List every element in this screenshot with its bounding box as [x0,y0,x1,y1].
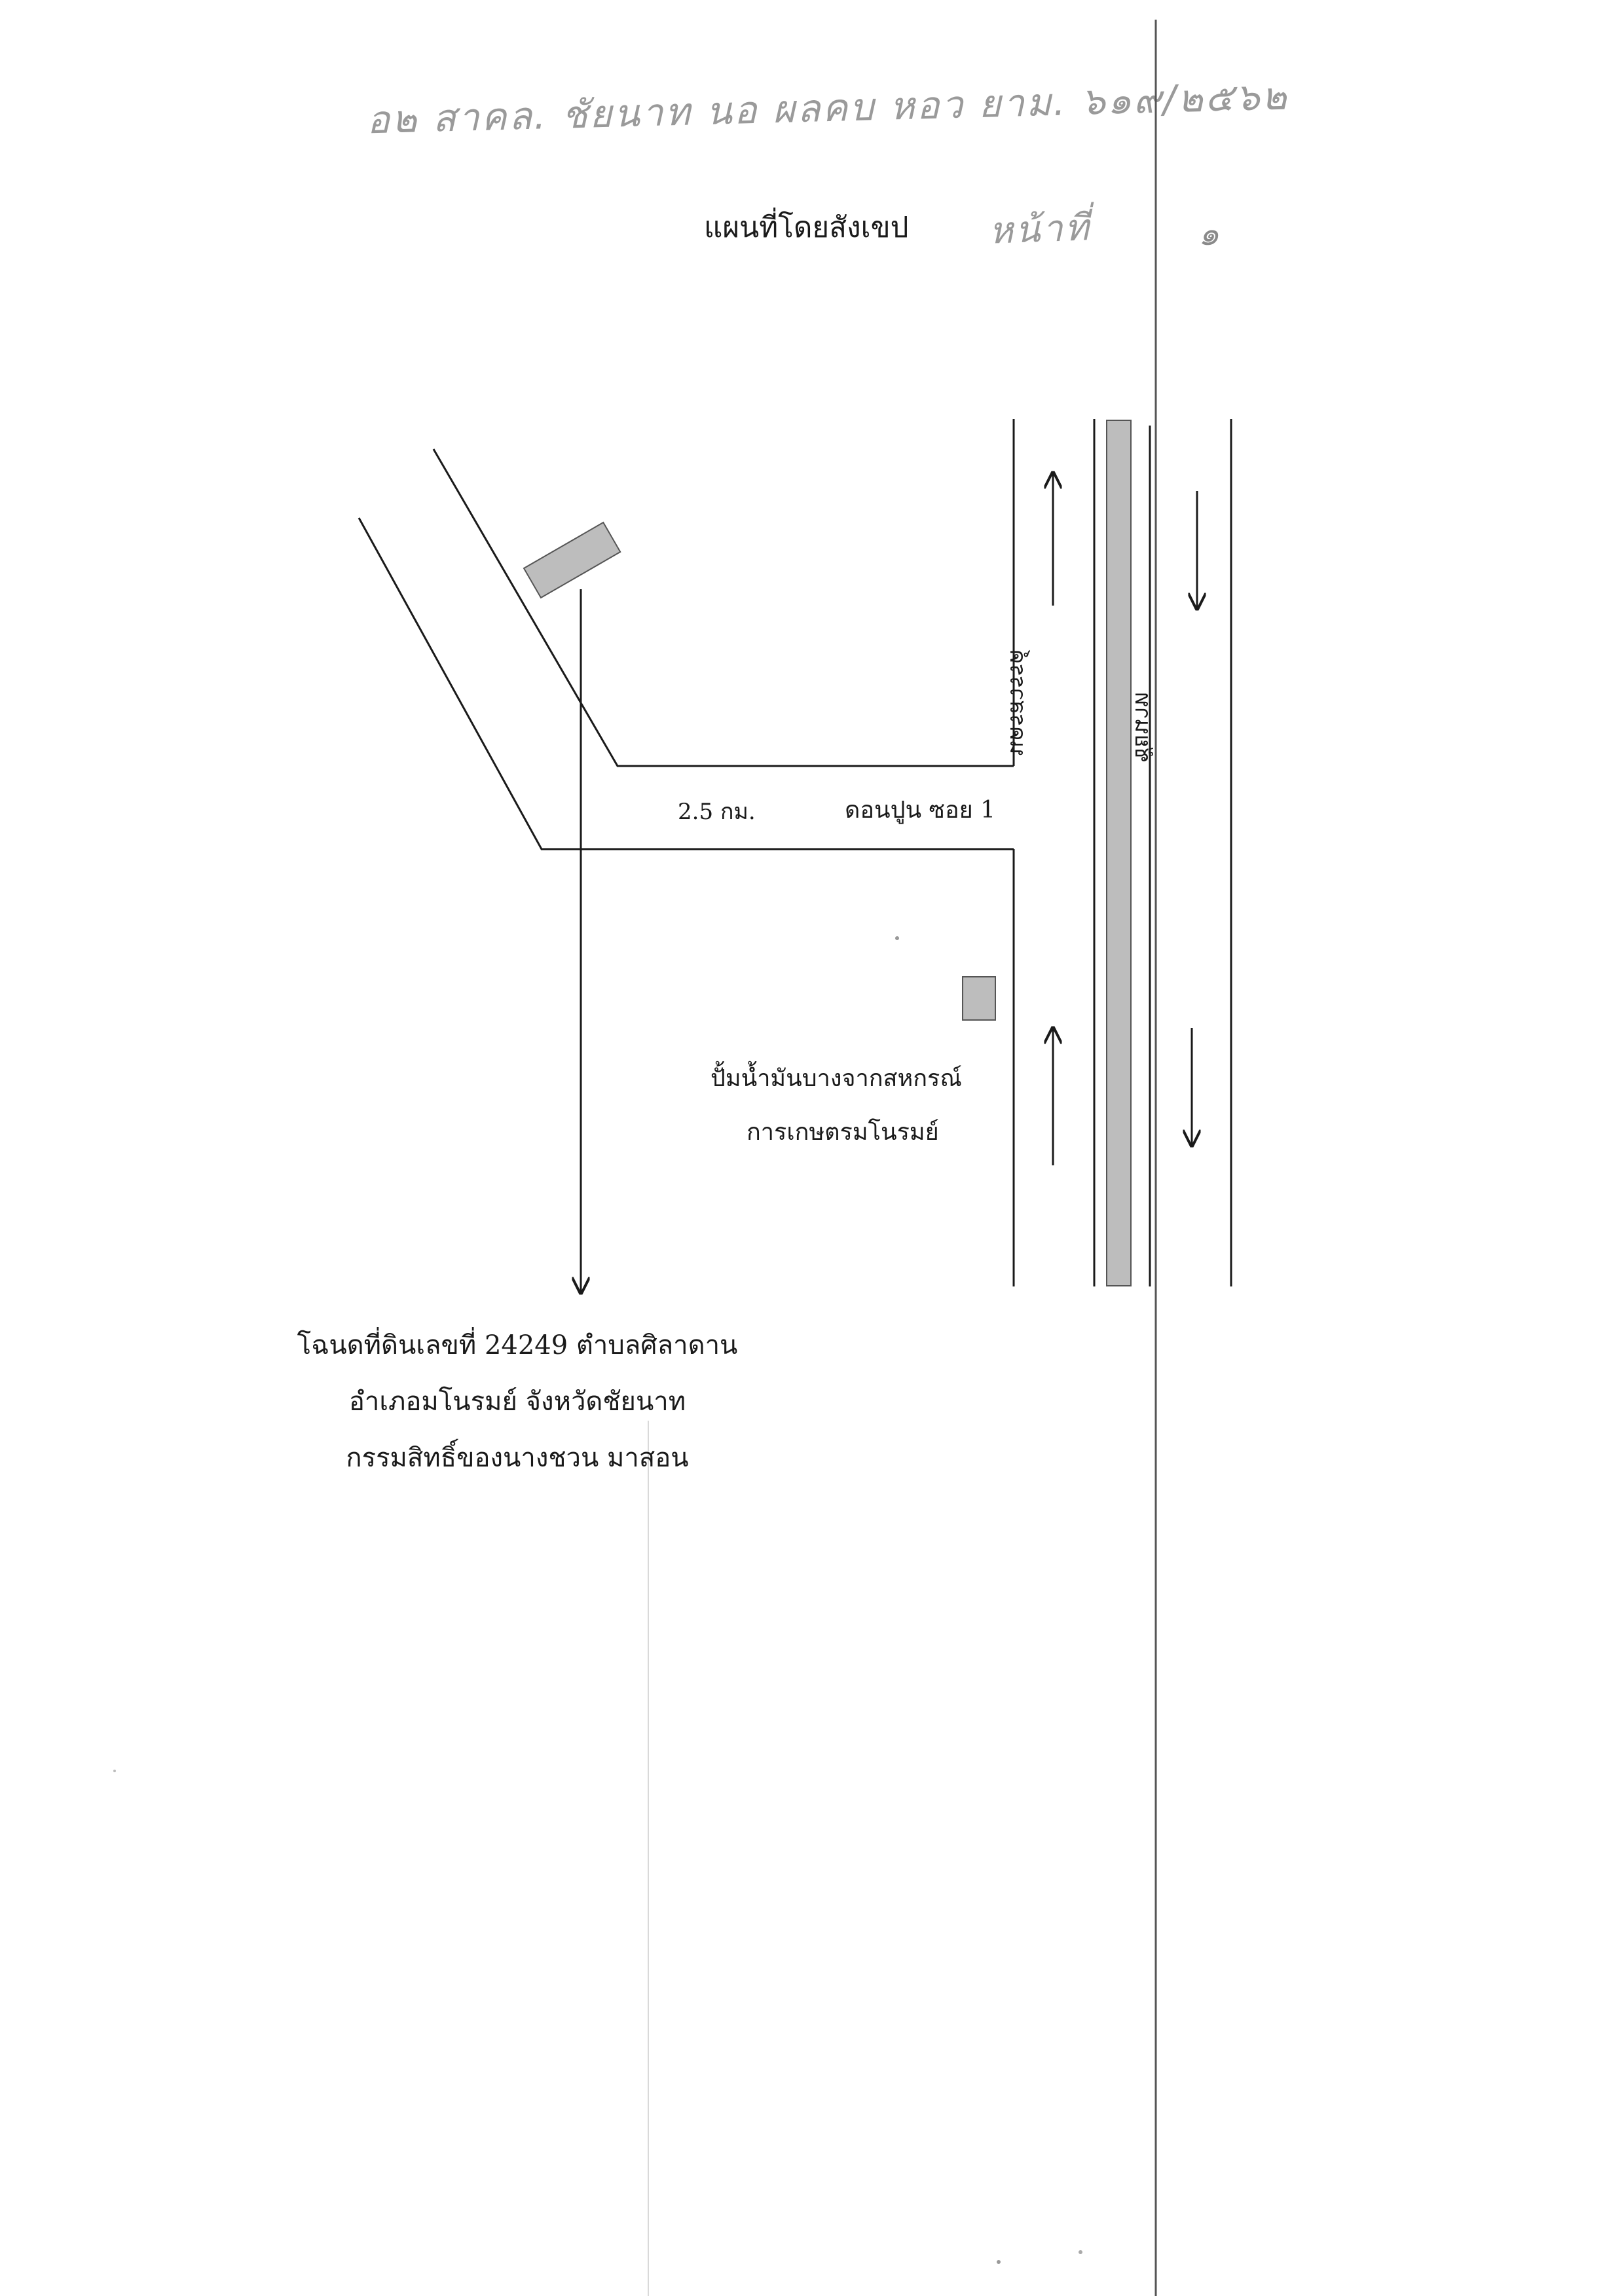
distance-label: 2.5 กม. [678,799,756,825]
gas-station-label-line2: การเกษตรมโนรมย์ [747,1119,939,1146]
soi-road-label: ดอนปูน ซอย 1 [845,797,996,824]
scan-speck [895,936,899,940]
deed-line-3: กรรมสิทธิ์ของนางชวน มาสอน [346,1443,689,1473]
handwritten-page-number: ๑ [1198,215,1221,253]
deed-line-1: โฉนดที่ดินเลขที่ 24249 ตำบลศิลาดาน [297,1330,738,1360]
deed-description: โฉนดที่ดินเลขที่ 24249 ตำบลศิลาดาน อำเภอ… [236,1317,799,1486]
page-title: แผนที่โดยสังเขป [704,211,909,244]
road-label-nakhon-sawan: นครสวรรค์ [1005,649,1031,756]
soi-road-lower-edge [358,517,1014,850]
gas-station-marker [962,976,996,1021]
soi-road-upper-edge [432,448,1014,767]
land-plot-marker [523,521,621,599]
scan-speck [113,1770,116,1772]
deed-line-2: อำเภอมโนรมย์ จังหวัดชัยนาท [348,1387,686,1417]
scan-speck [997,2260,1001,2264]
scan-speck [1079,2250,1082,2254]
highway-median-strip [1106,420,1132,1286]
road-label-chai-nat: ชัยนาท [1130,692,1156,763]
gas-station-label-line1: ปั้มน้ำมันบางจากสหกรณ์ [710,1065,962,1092]
